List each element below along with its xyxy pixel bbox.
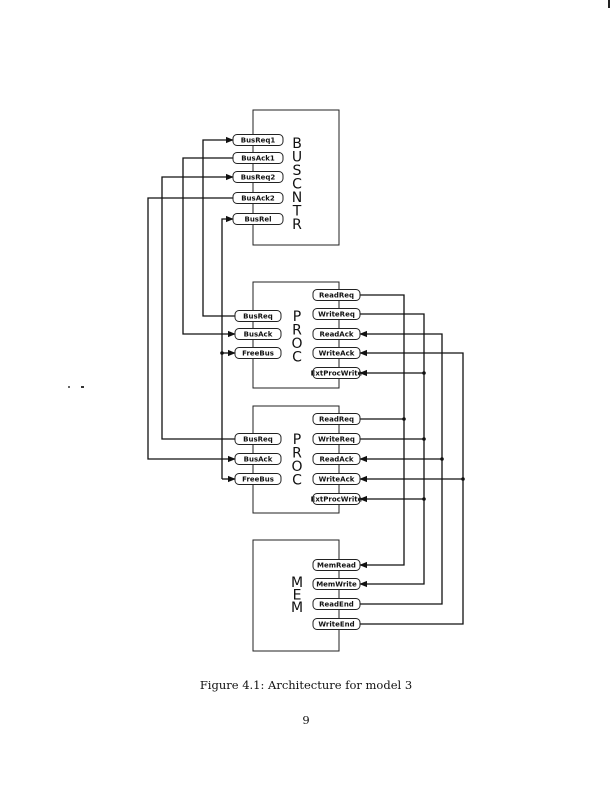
buscntr-label-letter: B [292,136,302,152]
wire-busack2 [147,197,236,463]
wire-memread [359,294,405,569]
buscntr-port-busrel [232,213,284,225]
proc1-port-label: ReadReq [319,292,354,300]
proc1-label-letter: O [291,336,302,352]
page-number: 9 [302,713,310,727]
mem-label-letter: M [291,600,303,616]
proc1-port-readreq [312,289,361,301]
mem-label-letter: E [293,588,302,604]
proc1-port-readack [312,328,361,340]
wire-junction [402,417,406,421]
mem-port-readend [312,598,361,610]
proc2-port-extprocwrite [312,493,361,505]
buscntr-label-letter: U [292,150,302,166]
proc2-port-label: BusReq [243,436,273,444]
wire-junction [440,457,444,461]
wire-busack1 [182,157,236,338]
mem-port-label: ReadEnd [319,601,354,609]
wire-busreq2 [161,173,235,440]
scan-speck [81,386,84,388]
buscntr-port-busreq2 [232,171,284,183]
proc1-port-label: BusAck [244,331,273,339]
buscntr-port-label: BusReq1 [241,137,276,145]
proc1-port-writeack [312,347,361,359]
proc1-port-label: ExtProcWrite [311,370,363,378]
proc2-label-letter: P [293,432,301,448]
buscntr-port-label: BusAck1 [241,155,275,163]
buscntr-label-letter: C [292,177,302,193]
wire-busrel [221,215,234,479]
buscntr-port-busack2 [232,192,284,204]
wire-junction [422,371,426,375]
wire-writeend [359,349,464,625]
proc2-port-label: WriteReq [318,436,355,444]
proc2-port-busreq [234,433,282,445]
proc1-port-label: WriteAck [319,350,355,358]
proc2-port-readreq [312,413,361,425]
mem-module-box [252,539,340,652]
buscntr-label-letter: S [293,163,302,179]
proc2-port-label: ReadAck [319,456,353,464]
proc2-port-writeack [312,473,361,485]
proc1-port-busreq [234,310,282,322]
proc2-port-readack [312,453,361,465]
proc2-port-label: FreeBus [242,476,274,484]
proc1-label-letter: R [292,323,302,339]
mem-port-memread [312,559,361,571]
buscntr-port-busreq1 [232,134,284,146]
proc2-port-label: WriteAck [319,476,355,484]
wire-memwrite [359,313,425,588]
scan-speck [68,386,70,388]
mem-port-memwrite [312,578,361,590]
buscntr-port-label: BusAck2 [241,195,275,203]
buscntr-port-label: BusRel [244,216,271,224]
proc1-port-freebus [234,347,282,359]
figure-caption: Figure 4.1: Architecture for model 3 [199,678,413,692]
mem-port-writeend [312,618,361,630]
proc2-label-letter: O [291,459,302,475]
mem-port-label: WriteEnd [318,621,354,629]
wire-junction [422,437,426,441]
proc1-label-letter: C [292,350,302,366]
page-corner-mark [608,0,610,8]
wire-junction [461,477,465,481]
buscntr-label-letter: N [292,190,302,206]
proc1-port-busack [234,328,282,340]
proc1-port-label: WriteReq [318,311,355,319]
proc2-port-label: BusAck [244,456,273,464]
proc1-port-label: FreeBus [242,350,274,358]
wire-junction [422,497,426,501]
mem-port-label: MemRead [317,562,356,570]
proc2-port-busack [234,453,282,465]
wire-busreq1 [202,136,235,317]
ports-layer: BusReq1BusAck1BusReq2BusAck2BusRelBusReq… [232,134,363,630]
buscntr-port-label: BusReq2 [241,174,276,182]
wire-readend [359,330,443,605]
buscntr-port-busack1 [232,152,284,164]
proc2-port-freebus [234,473,282,485]
buscntr-label-letter: T [292,204,302,220]
proc2-label-letter: C [292,473,302,489]
proc1-label-letter: P [293,309,301,325]
wire-junction [220,351,224,355]
proc2-port-label: ExtProcWrite [311,496,363,504]
buscntr-label-letter: R [292,217,302,233]
mem-label-letter: M [291,575,303,591]
proc2-label-letter: R [292,446,302,462]
proc1-port-writereq [312,308,361,320]
proc2-port-writereq [312,433,361,445]
proc1-port-label: ReadAck [319,331,353,339]
mem-port-label: MemWrite [316,581,357,589]
wires-layer [147,136,465,625]
proc1-port-label: BusReq [243,313,273,321]
proc2-port-label: ReadReq [319,416,354,424]
proc1-port-extprocwrite [312,367,361,379]
